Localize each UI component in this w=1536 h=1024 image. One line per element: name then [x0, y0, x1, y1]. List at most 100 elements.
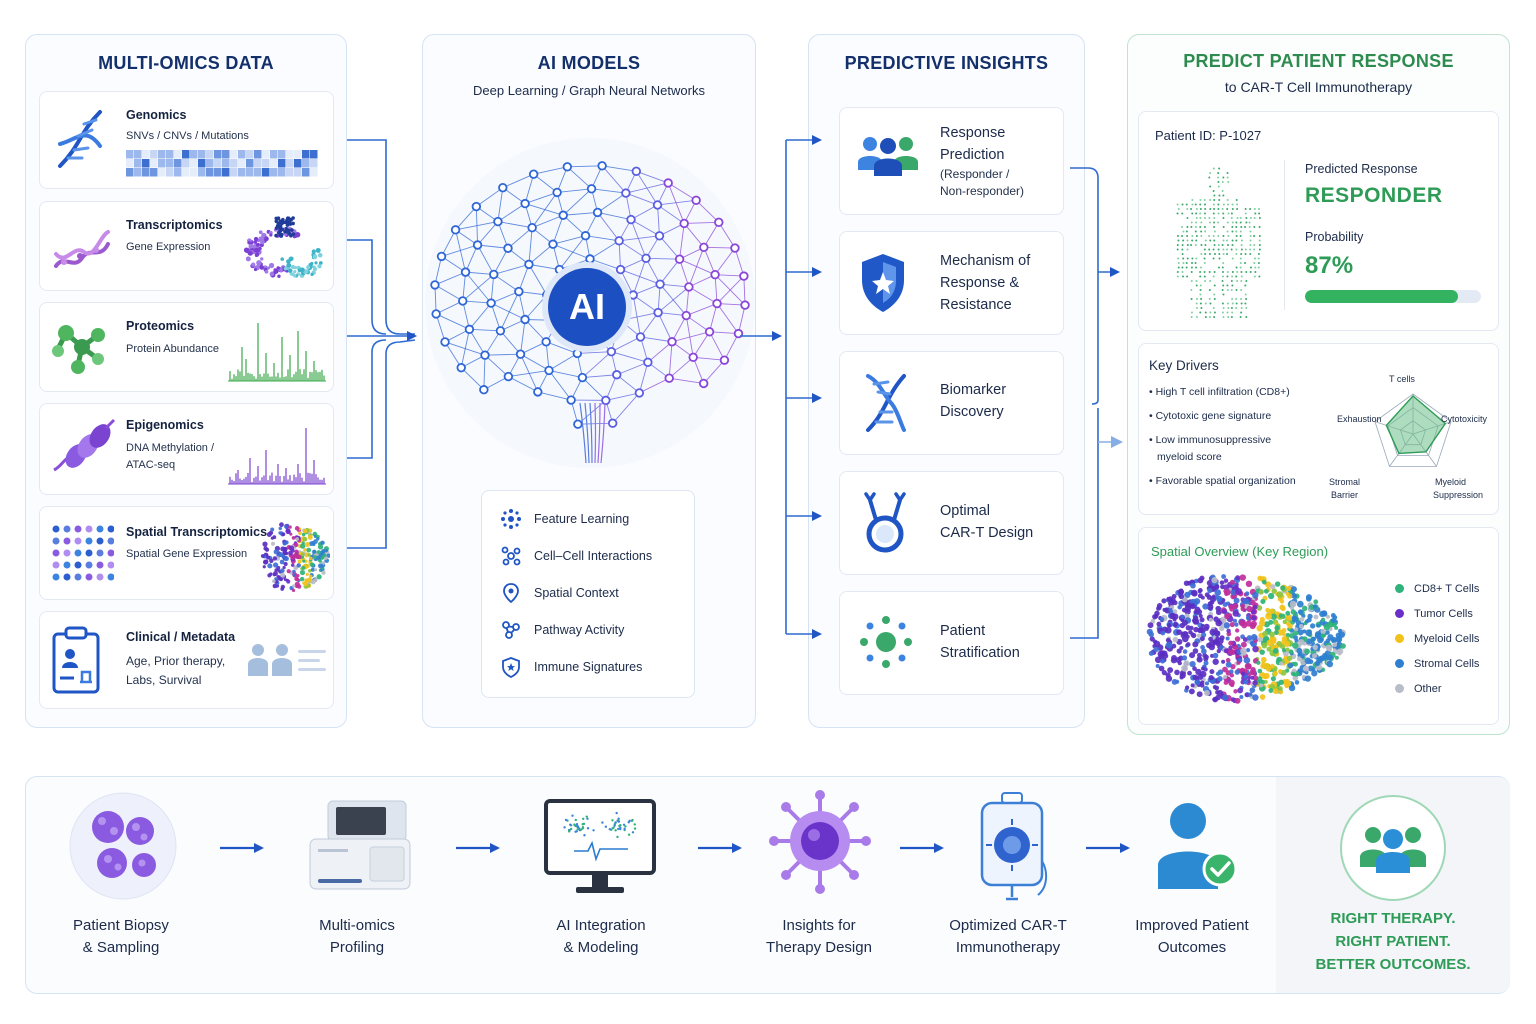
patient-body-silhouette: [1176, 167, 1261, 318]
spatial-sub: Spatial Gene Expression: [126, 548, 248, 560]
step-line: Optimized CAR-T: [949, 917, 1067, 934]
divider: [1284, 160, 1285, 310]
insight-line: Mechanism of: [940, 253, 1031, 269]
location-pin-icon: [503, 583, 519, 604]
spatial-title: Spatial Transcriptomics: [126, 525, 268, 539]
step-line: Profiling: [329, 939, 385, 956]
legend-label: Tumor Cells: [1414, 607, 1473, 620]
epigenomics-sub2: ATAC-seq: [126, 459, 176, 471]
patient-group-icon: [1340, 795, 1446, 901]
insights-title: PREDICTIVE INSIGHTS: [844, 53, 1049, 73]
driver-item: myeloid score: [1149, 449, 1296, 466]
spatial-overview-title: Spatial Overview (Key Region): [1151, 544, 1329, 559]
clinical-sub1: Age, Prior therapy,: [126, 654, 226, 668]
radar-chart: [1374, 393, 1452, 467]
driver-text: myeloid score: [1157, 451, 1222, 463]
feature-item-feature-learning[interactable]: Feature Learning: [500, 507, 629, 531]
omics-card-clinical[interactable]: Clinical / Metadata Age, Prior therapy, …: [39, 611, 334, 709]
tagline-line-1: RIGHT THERAPY.: [1330, 910, 1456, 927]
stratification-cluster-icon: [860, 616, 912, 668]
omics-card-spatial[interactable]: Spatial Transcriptomics Spatial Gene Exp…: [39, 506, 334, 600]
transcriptomics-sub: Gene Expression: [126, 241, 211, 253]
driver-text: Favorable spatial organization: [1155, 475, 1296, 487]
insight-line: Biomarker: [940, 382, 1007, 398]
step-line: Immunotherapy: [955, 939, 1061, 956]
chromatin-icon: [53, 418, 116, 472]
shield-star-icon: [862, 254, 904, 312]
genomics-sub: SNVs / CNVs / Mutations: [126, 130, 249, 142]
driver-text: Cytotoxic gene signature: [1155, 410, 1272, 422]
driver-item: • Cytotoxic gene signature: [1149, 410, 1272, 422]
protein-molecule-icon: [52, 325, 105, 374]
omics-card-epigenomics[interactable]: Epigenomics DNA Methylation / ATAC-seq: [39, 403, 334, 495]
transcriptomics-title: Transcriptomics: [126, 218, 223, 232]
radar-label-exhaustion: Exhaustion: [1337, 414, 1382, 424]
insight-line: Discovery: [940, 404, 1004, 420]
legend-swatch: [1395, 684, 1404, 693]
monitor-data-icon: [544, 799, 656, 893]
insight-card-cart-design[interactable]: Optimal CAR-T Design: [839, 471, 1064, 575]
methylation-spectrum: [228, 428, 326, 485]
spatial-dot-grid-icon: [52, 525, 114, 581]
step-line: AI Integration: [556, 917, 646, 934]
car-t-infusion-bag-icon: [980, 792, 1048, 901]
radar-label-cytotoxicity: Cytotoxicity: [1441, 414, 1488, 424]
key-drivers-title: Key Drivers: [1149, 358, 1219, 373]
dna-icon: [58, 110, 102, 168]
radar-label-barrier: Barrier: [1331, 490, 1359, 500]
insight-card-biomarker[interactable]: Biomarker Discovery: [839, 351, 1064, 455]
insight-card-response-prediction[interactable]: Response Prediction (Responder / Non-res…: [839, 107, 1064, 215]
driver-text: High T cell infiltration (CD8+): [1155, 386, 1290, 398]
dna-icon: [866, 374, 906, 432]
radar-label-myeloid: Myeloid: [1435, 477, 1467, 487]
legend-swatch: [1395, 584, 1404, 593]
connector-transcriptomics: [347, 239, 387, 335]
spatial-tissue-map: [1146, 574, 1346, 704]
step-line: Multi-omics: [319, 917, 395, 934]
probability-bar-fill: [1305, 290, 1459, 303]
legend-label: CD8+ T Cells: [1414, 582, 1480, 595]
rna-strand-icon: [54, 230, 110, 268]
connector-genomics: [347, 139, 415, 335]
step-line: Therapy Design: [766, 939, 872, 956]
ai-models-subtitle: Deep Learning / Graph Neural Networks: [473, 83, 705, 98]
response-title: PREDICT PATIENT RESPONSE: [1183, 51, 1454, 71]
step-line: & Modeling: [563, 939, 639, 956]
feature-item-pathway-activity[interactable]: Pathway Activity: [500, 618, 624, 642]
insight-line: Response: [940, 125, 1006, 141]
step-line: Outcomes: [1157, 939, 1227, 956]
probability-value: 87%: [1305, 252, 1354, 279]
feature-item-immune-signatures[interactable]: Immune Signatures: [500, 655, 642, 679]
feature-item-spatial-context[interactable]: Spatial Context: [500, 581, 619, 605]
workflow-panel: RIGHT THERAPY. RIGHT PATIENT. BETTER OUT…: [25, 776, 1510, 994]
insight-card-mechanism[interactable]: Mechanism of Response & Resistance: [839, 231, 1064, 335]
clinical-title: Clinical / Metadata: [126, 630, 236, 644]
driver-item: • High T cell infiltration (CD8+): [1149, 386, 1290, 398]
predictive-insights-panel: PREDICTIVE INSIGHTS Response Prediction …: [808, 34, 1085, 728]
insight-line: Resistance: [940, 297, 1012, 313]
omics-card-transcriptomics[interactable]: Transcriptomics Gene Expression: [39, 201, 334, 291]
proteomics-title: Proteomics: [126, 319, 195, 333]
driver-item: • Low immunosuppressive: [1149, 434, 1272, 446]
insight-note: (Responder /: [940, 167, 1010, 181]
patient-id: Patient ID: P-1027: [1155, 128, 1262, 143]
improved-outcome-person-icon: [1158, 803, 1238, 889]
biopsy-cells-icon: [69, 792, 177, 900]
clipboard-icon: [52, 626, 100, 694]
step-line: & Sampling: [82, 939, 160, 956]
legend-label: Myeloid Cells: [1414, 632, 1480, 645]
feature-label: Cell–Cell Interactions: [534, 549, 653, 563]
omics-card-genomics[interactable]: Genomics SNVs / CNVs / Mutations: [39, 91, 334, 189]
step-label-cart: Optimized CAR-T Immunotherapy: [923, 915, 1093, 959]
radar-label-stromal: Stromal: [1329, 477, 1361, 487]
feature-item-cell-interactions[interactable]: Cell–Cell Interactions: [500, 544, 652, 568]
insight-card-stratification[interactable]: Patient Stratification: [839, 591, 1064, 695]
step-line: Improved Patient: [1135, 917, 1249, 934]
spatial-tissue-map: [260, 522, 330, 592]
key-drivers-list: • High T cell infiltration (CD8+) • Cyto…: [1149, 384, 1296, 490]
legend-label: Other: [1414, 682, 1442, 695]
predicted-response-label: Predicted Response: [1305, 162, 1418, 176]
omics-card-proteomics[interactable]: Proteomics Protein Abundance: [39, 302, 334, 392]
pathway-icon: [502, 621, 520, 639]
step-label-biopsy: Patient Biopsy& Sampling: [36, 915, 206, 959]
